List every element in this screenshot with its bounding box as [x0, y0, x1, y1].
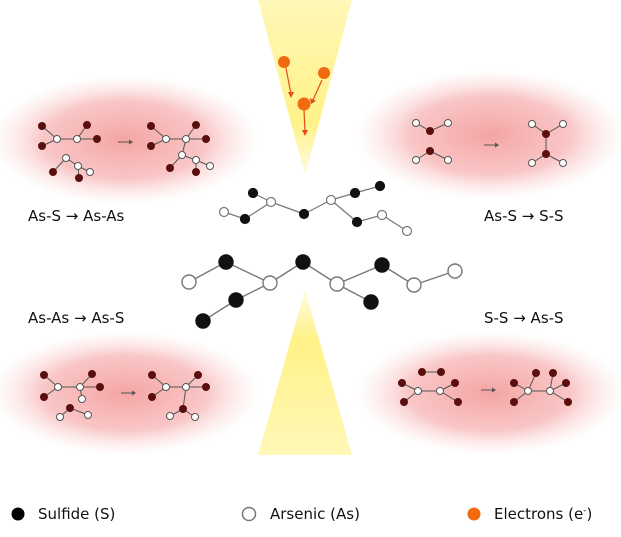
molecule-bottom-left-after — [148, 371, 210, 421]
label-as-s-to-s-s: As-S → S-S — [484, 207, 564, 225]
electron-beam-bottom — [258, 290, 352, 455]
panel-glow-top-left — [0, 75, 260, 205]
molecule-top-right-after — [528, 120, 567, 167]
molecule-top-left-before — [38, 121, 101, 182]
electron-dot — [318, 67, 330, 79]
label-as-as-to-as-s: As-As → As-S — [28, 309, 125, 327]
molecule-center-lower — [181, 254, 463, 329]
sulfide-marker-icon — [11, 507, 25, 521]
panel-glow-top-right — [355, 70, 621, 200]
molecule-bottom-right-before — [398, 368, 462, 406]
electron-dot — [278, 56, 290, 68]
legend-electrons-label: Electrons (e-) — [494, 505, 593, 523]
arsenic-marker-icon — [241, 506, 257, 522]
molecule-top-right-before — [412, 119, 452, 164]
legend-arsenic-label: Arsenic (As) — [270, 505, 360, 523]
arrow-bottom-right — [481, 387, 496, 393]
legend-electrons: Electrons (e-) — [466, 505, 592, 523]
legend-sulfide: Sulfide (S) — [10, 505, 115, 523]
molecule-top-left-after — [147, 121, 214, 176]
electrons — [278, 56, 330, 136]
arrow-top-left — [118, 139, 133, 145]
molecule-bottom-left-before — [40, 370, 104, 421]
molecule-center-upper — [218, 180, 413, 237]
molecule-bottom-right-after — [510, 369, 572, 406]
electron-dot — [297, 97, 311, 111]
legend-arsenic: Arsenic (As) — [240, 505, 360, 523]
legend-sulfide-label: Sulfide (S) — [38, 505, 116, 523]
electron-marker-icon — [467, 507, 481, 521]
label-as-s-to-as-as: As-S → As-As — [28, 207, 125, 225]
arrow-bottom-left — [121, 390, 136, 396]
label-s-s-to-as-s: S-S → As-S — [484, 309, 564, 327]
panel-glow-bottom-right — [355, 331, 621, 455]
electron-beam-top — [258, 0, 352, 175]
arrow-top-right — [484, 142, 499, 148]
